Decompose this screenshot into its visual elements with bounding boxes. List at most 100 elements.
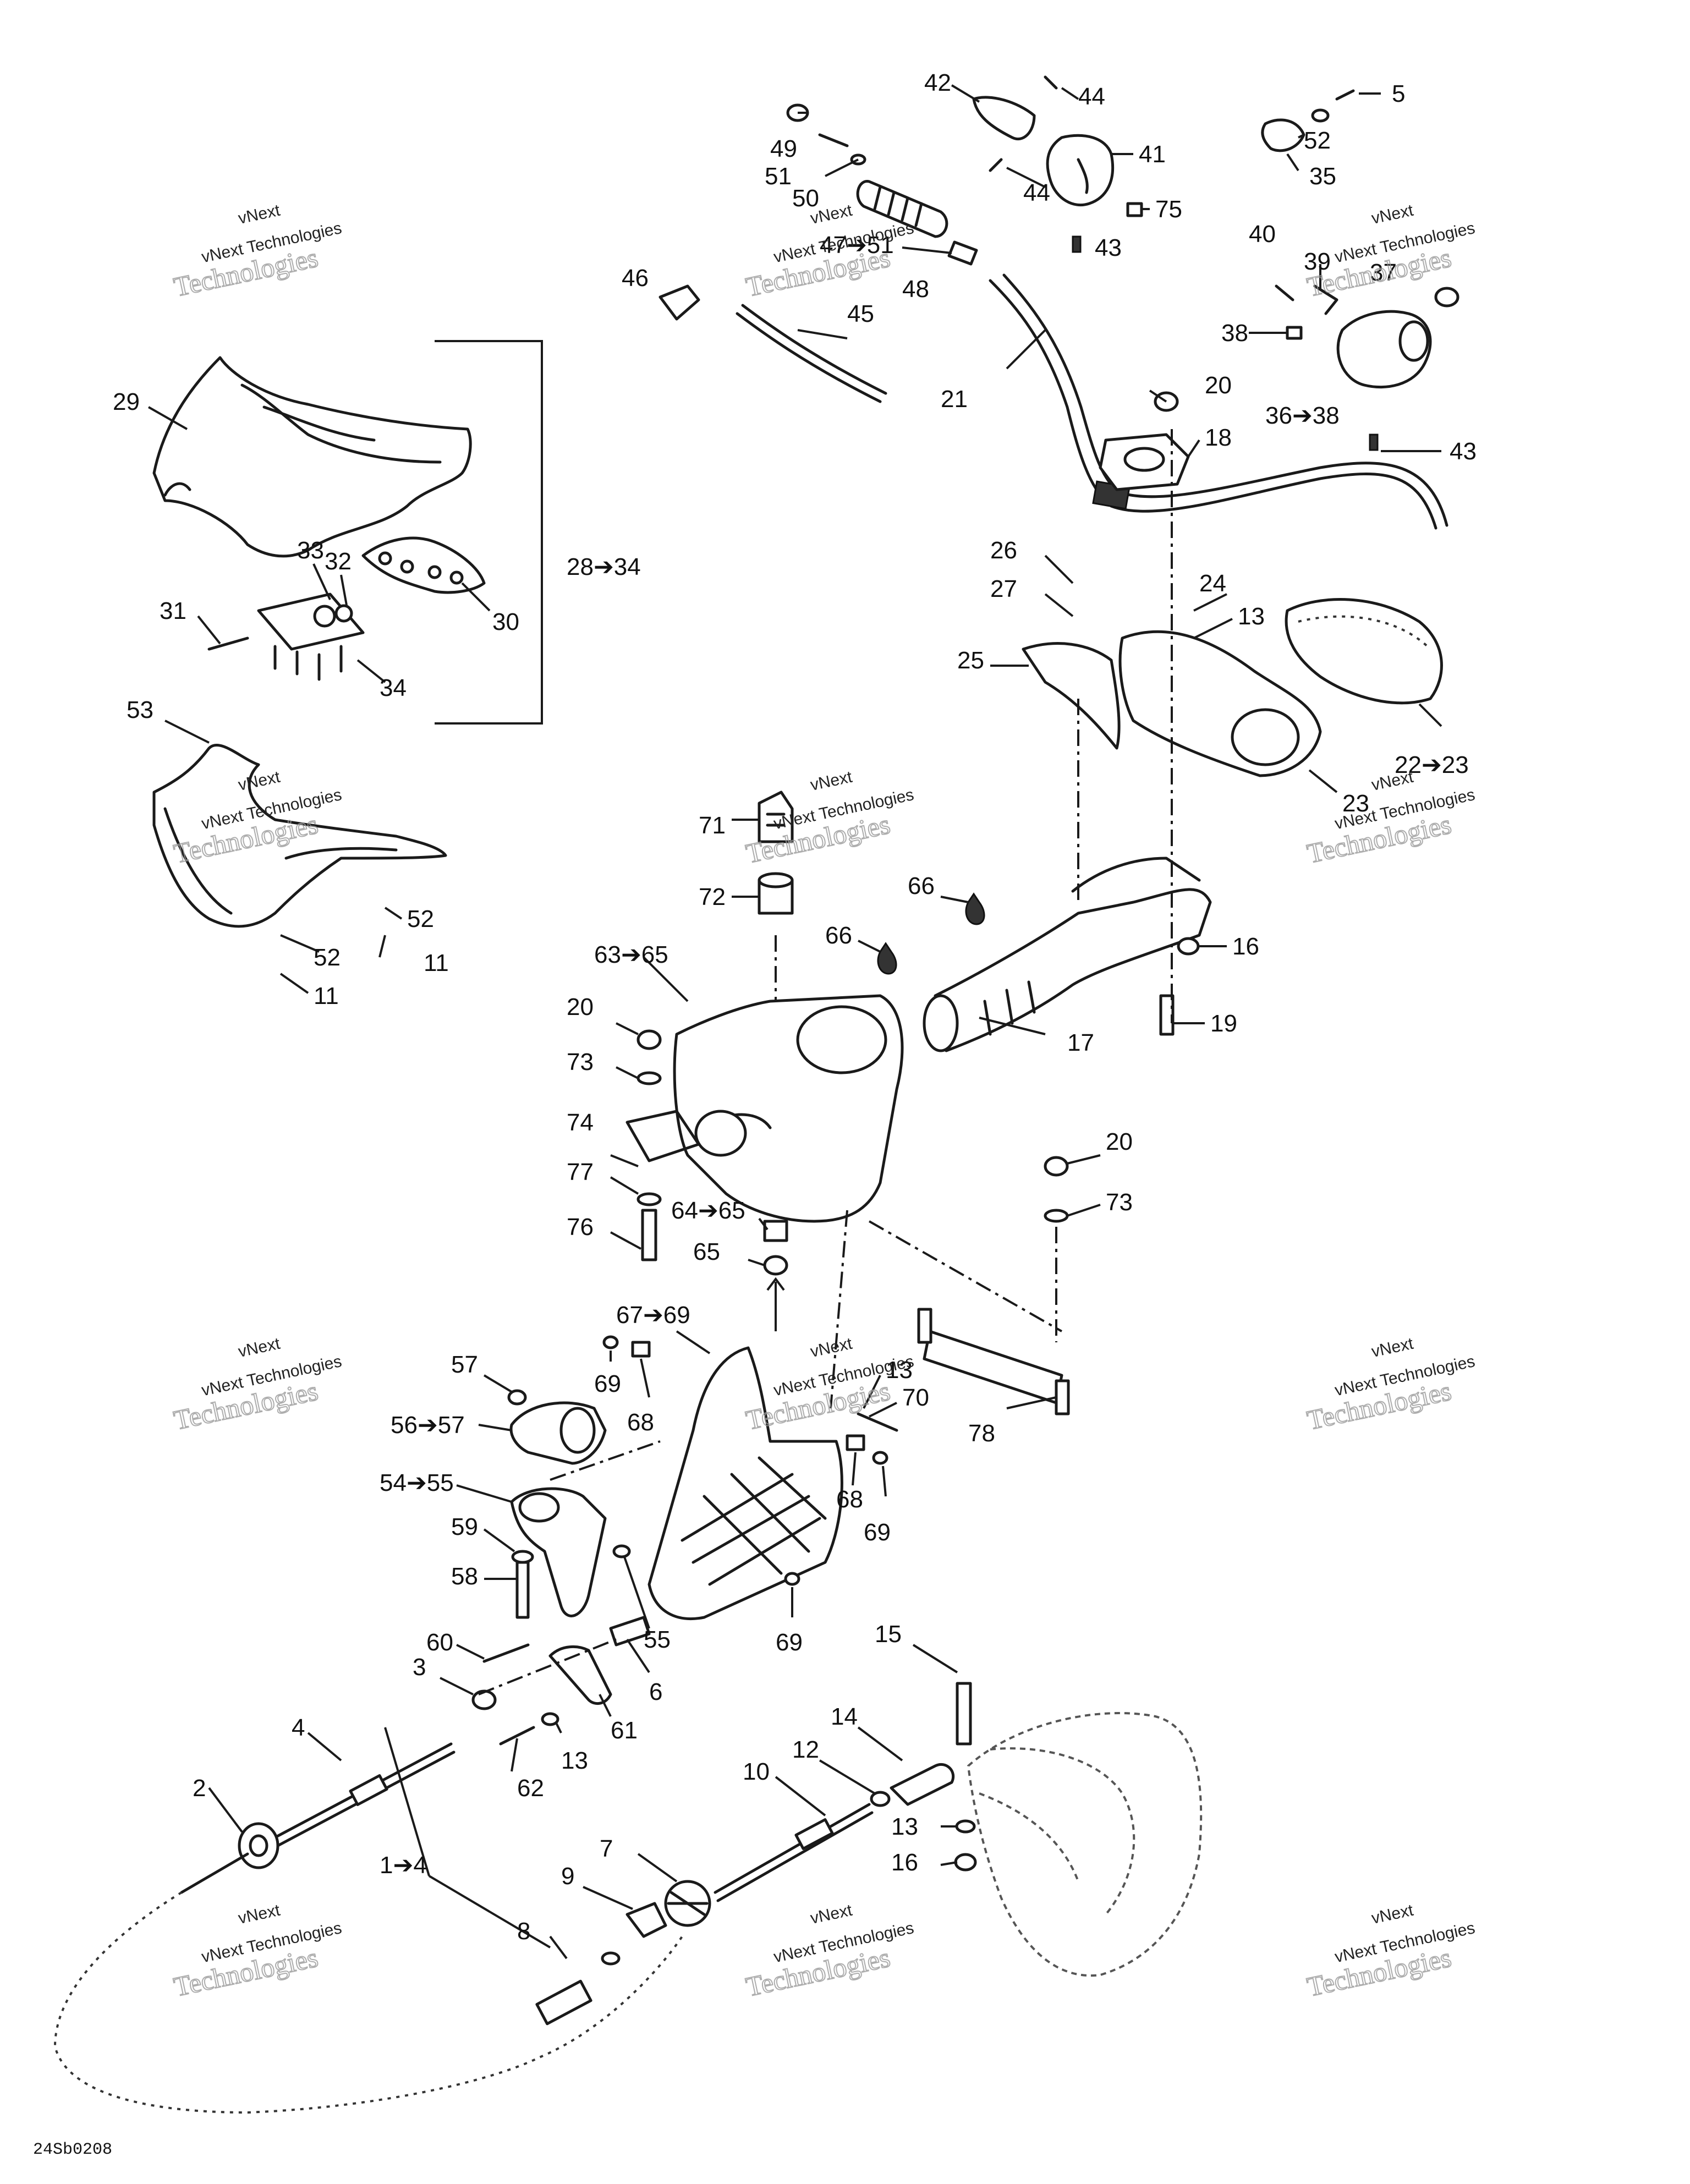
callout-label: 4 xyxy=(292,1714,305,1741)
rubber-stop-71 xyxy=(758,791,794,843)
cable-routing xyxy=(53,1891,683,2114)
callout-label: 76 xyxy=(567,1214,594,1241)
throttle-cable-45b xyxy=(741,304,887,395)
watermark: vNext vNext Technologies Technologies xyxy=(1304,201,1477,303)
washer-52-top xyxy=(1311,108,1330,123)
cable-sleeve-10 xyxy=(794,1818,834,1850)
axis-link xyxy=(869,1220,1062,1332)
spacer-72-top xyxy=(758,872,794,888)
callout-label: 32 xyxy=(325,548,352,575)
callout-label: 69 xyxy=(864,1519,891,1546)
callout-label: 21 xyxy=(941,386,968,413)
watermark-logo: vNext xyxy=(237,1335,282,1361)
callout-label: 71 xyxy=(699,812,726,839)
screw-62 xyxy=(499,1726,535,1746)
bolt-51 xyxy=(818,133,849,147)
callout-label: 43 xyxy=(1450,438,1477,465)
watermark-logo: vNext xyxy=(237,201,282,228)
callout-label: 2 xyxy=(193,1775,206,1802)
watermark-logo: vNext xyxy=(237,1901,282,1928)
callout-label: 49 xyxy=(770,135,797,162)
callout-label: 10 xyxy=(743,1758,770,1785)
cap-37 xyxy=(1434,287,1459,308)
callout-label: 65 xyxy=(693,1238,720,1265)
callout-label: 24 xyxy=(1199,570,1226,597)
callout-label: 57 xyxy=(451,1351,478,1378)
watermark: vNext vNext Technologies Technologies xyxy=(171,1901,343,2003)
callout-label: 29 xyxy=(113,388,140,415)
bracket-46 xyxy=(659,284,700,321)
callout-label: 9 xyxy=(561,1863,574,1890)
callout-label: 26 xyxy=(990,537,1017,564)
callout-label: 30 xyxy=(492,608,519,635)
callout-label: 7 xyxy=(600,1835,613,1862)
screw-40 xyxy=(1275,284,1294,301)
switch-39 xyxy=(1313,284,1338,315)
bolt-60 xyxy=(482,1643,530,1663)
axis-cover xyxy=(830,1210,848,1409)
callout-label: 35 xyxy=(1309,163,1336,190)
leader-lines xyxy=(148,84,1442,1960)
nut-20-mid xyxy=(637,1029,662,1050)
callout-labels: 42 44 5 49 41 52 51 50 44 35 75 47➔51 43… xyxy=(113,69,1477,1945)
callout-label: 8 xyxy=(517,1918,530,1945)
set-screw-43-right xyxy=(1369,433,1379,451)
callout-label: 51 xyxy=(765,163,792,190)
callout-label: 3 xyxy=(413,1654,426,1681)
callout-label: 50 xyxy=(792,185,819,212)
callout-label: 23 xyxy=(1342,790,1369,817)
washer-50 xyxy=(850,153,866,166)
bolt-58 xyxy=(515,1561,530,1619)
washer-13-low xyxy=(955,1819,976,1834)
diagram-code: 24Sb0208 xyxy=(33,2141,112,2159)
nut-16-low xyxy=(954,1853,977,1872)
callout-label: 53 xyxy=(127,696,153,723)
callout-label: 20 xyxy=(1205,372,1232,399)
callout-label: 42 xyxy=(924,69,951,96)
callout-label: 74 xyxy=(567,1109,594,1136)
callout-label: 16 xyxy=(891,1849,918,1876)
callout-label: 37 xyxy=(1370,259,1397,286)
nut-20-right xyxy=(1044,1156,1069,1177)
watermark-logo: vNext xyxy=(809,768,854,794)
callout-label: 52 xyxy=(314,944,341,971)
callout-label: 68 xyxy=(627,1409,654,1436)
callout-label: 46 xyxy=(622,265,649,292)
axis-lever xyxy=(550,1440,661,1481)
callout-label: 44 xyxy=(1078,83,1105,110)
callout-label: 6 xyxy=(649,1678,662,1705)
screw-44-top xyxy=(1044,75,1058,90)
callout-label: 56➔57 xyxy=(391,1412,465,1439)
link-bar-78 xyxy=(917,1308,1070,1415)
callout-label: 11 xyxy=(314,983,339,1009)
callout-label: 70 xyxy=(902,1384,929,1411)
handlebar-clamp-part xyxy=(1099,433,1190,491)
callout-label: 68 xyxy=(836,1486,863,1513)
grease-66-bottom xyxy=(877,942,897,975)
callout-label: 28➔34 xyxy=(567,553,641,580)
steering-stem-part xyxy=(923,857,1212,1052)
nut-57 xyxy=(507,1389,527,1406)
clip-68-top xyxy=(631,1341,651,1358)
callout-label: 48 xyxy=(902,276,929,303)
callout-label: 20 xyxy=(1106,1128,1133,1155)
watermark: vNext vNext Technologies Technologies xyxy=(171,1335,343,1436)
callout-label: 34 xyxy=(380,674,407,701)
gasket-part xyxy=(361,536,486,594)
callout-label: 66 xyxy=(908,872,935,899)
callout-label: 43 xyxy=(1095,234,1122,261)
callout-label: 13 xyxy=(886,1357,913,1384)
callout-label: 67➔69 xyxy=(616,1302,690,1329)
callout-label: 66 xyxy=(825,922,852,949)
callout-label: 58 xyxy=(451,1563,478,1590)
callout-label: 44 xyxy=(1023,179,1050,206)
handle-grip-part xyxy=(856,180,948,238)
callout-label: 20 xyxy=(567,994,594,1020)
watermark: vNext vNext Technologies Technologies xyxy=(171,201,343,303)
callout-label: 17 xyxy=(1067,1029,1094,1056)
callout-label: 73 xyxy=(567,1049,594,1075)
washer-77 xyxy=(637,1192,662,1206)
jet-cable-10 xyxy=(714,1803,871,1894)
callout-label: 55 xyxy=(644,1626,671,1653)
